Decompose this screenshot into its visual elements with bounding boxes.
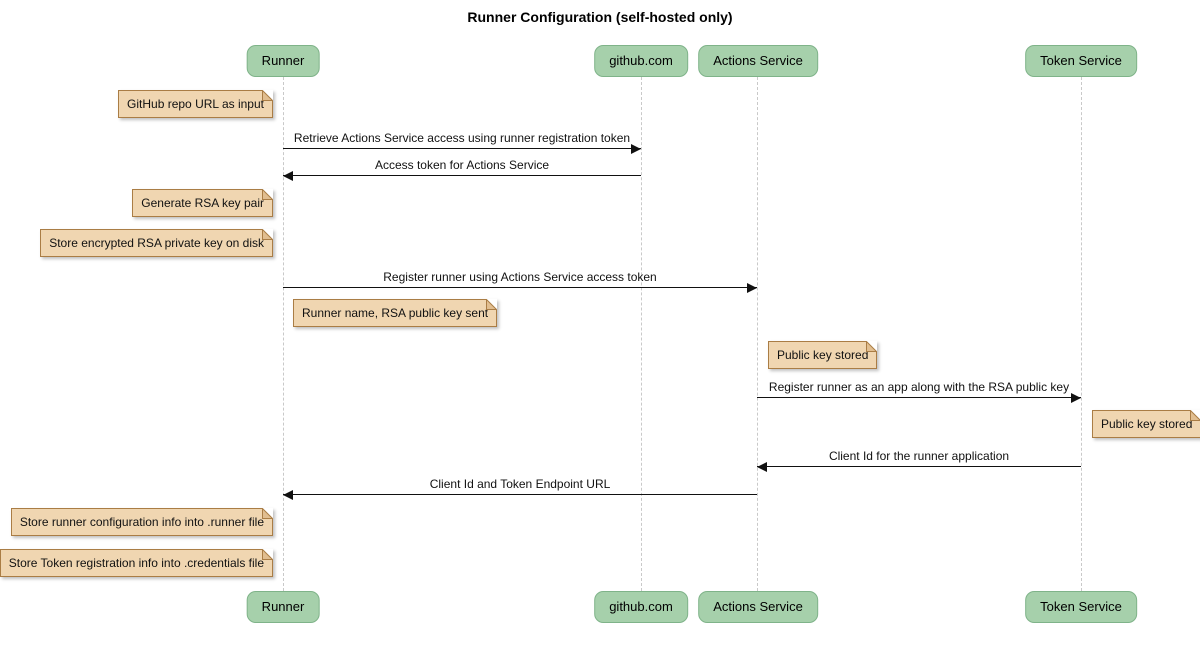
note-text: Public key stored <box>1101 417 1193 431</box>
note-fold-icon <box>262 90 273 101</box>
note-text: Store runner configuration info into .ru… <box>19 515 264 529</box>
note-fold-icon <box>1190 410 1200 421</box>
participant-token-service-bottom: Token Service <box>1025 591 1137 623</box>
lifeline-actions-service <box>757 77 758 591</box>
note-fold-icon <box>262 508 273 519</box>
participant-runner-top: Runner <box>246 45 320 77</box>
note-fold-icon <box>262 189 273 200</box>
message-line <box>283 490 757 500</box>
message-access-token: Access token for Actions Service <box>283 158 641 181</box>
arrowhead-left-icon <box>757 462 767 472</box>
message-label: Retrieve Actions Service access using ru… <box>293 131 631 145</box>
arrowhead-right-icon <box>1071 393 1081 403</box>
participant-runner-bottom: Runner <box>246 591 320 623</box>
note-generate-rsa: Generate RSA key pair <box>132 189 273 217</box>
note-repo-url: GitHub repo URL as input <box>118 90 273 118</box>
note-fold-icon <box>486 299 498 310</box>
message-line <box>283 283 757 293</box>
message-client-id: Client Id for the runner application <box>757 449 1081 472</box>
arrowhead-right-icon <box>631 144 641 154</box>
note-store-private-key: Store encrypted RSA private key on disk <box>40 229 273 257</box>
message-retrieve-actions-access: Retrieve Actions Service access using ru… <box>283 131 641 154</box>
message-register-runner: Register runner using Actions Service ac… <box>283 270 757 293</box>
message-label: Client Id and Token Endpoint URL <box>429 477 611 491</box>
message-client-id-endpoint: Client Id and Token Endpoint URL <box>283 477 757 500</box>
note-public-key-stored-actions: Public key stored <box>768 341 878 369</box>
note-text: GitHub repo URL as input <box>127 97 264 111</box>
participant-github-top: github.com <box>594 45 688 77</box>
participant-github-bottom: github.com <box>594 591 688 623</box>
note-text: Runner name, RSA public key sent <box>302 306 489 320</box>
diagram-title: Runner Configuration (self-hosted only) <box>467 9 733 25</box>
lifeline-runner <box>283 77 284 591</box>
note-store-runner-file: Store runner configuration info into .ru… <box>10 508 273 536</box>
message-line <box>283 144 641 154</box>
message-label: Access token for Actions Service <box>374 158 550 172</box>
note-text: Store Token registration info into .cred… <box>8 556 264 570</box>
message-label: Client Id for the runner application <box>828 449 1010 463</box>
note-store-credentials-file: Store Token registration info into .cred… <box>0 549 273 577</box>
note-text: Generate RSA key pair <box>141 196 264 210</box>
message-line <box>757 393 1081 403</box>
note-text: Public key stored <box>777 348 869 362</box>
note-fold-icon <box>262 229 273 240</box>
message-register-app: Register runner as an app along with the… <box>757 380 1081 403</box>
note-public-key-stored-token: Public key stored <box>1092 410 1200 438</box>
message-line <box>283 171 641 181</box>
arrowhead-left-icon <box>283 490 293 500</box>
participant-actions-service-bottom: Actions Service <box>698 591 818 623</box>
message-label: Register runner using Actions Service ac… <box>383 270 657 284</box>
message-line <box>757 462 1081 472</box>
note-fold-icon <box>262 549 273 560</box>
lifeline-github <box>641 77 642 591</box>
note-fold-icon <box>866 341 878 352</box>
message-label: Register runner as an app along with the… <box>768 380 1070 394</box>
arrowhead-left-icon <box>283 171 293 181</box>
participant-token-service-top: Token Service <box>1025 45 1137 77</box>
participant-actions-service-top: Actions Service <box>698 45 818 77</box>
arrowhead-right-icon <box>747 283 757 293</box>
note-text: Store encrypted RSA private key on disk <box>49 236 264 250</box>
lifeline-token-service <box>1081 77 1082 591</box>
note-runner-name-sent: Runner name, RSA public key sent <box>293 299 498 327</box>
